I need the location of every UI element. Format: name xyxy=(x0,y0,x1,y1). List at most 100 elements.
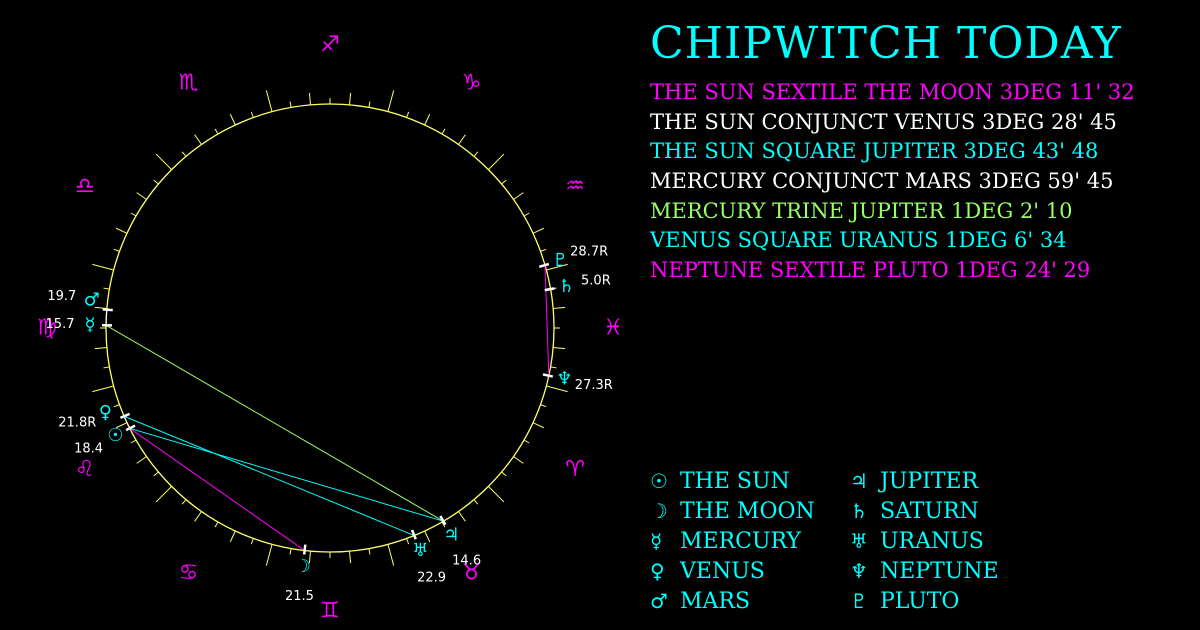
saturn-icon: ♄ xyxy=(850,499,868,523)
mercury-icon: ☿ xyxy=(84,315,95,336)
taurus-icon: ♉ xyxy=(462,561,482,586)
jupiter-icon: ♃ xyxy=(443,525,459,546)
legend-item: ☉THE SUN xyxy=(650,466,815,496)
degree-tick xyxy=(194,511,202,522)
degree-tick xyxy=(115,227,128,234)
aspect-line xyxy=(123,415,415,537)
degree-tick xyxy=(130,212,137,217)
sign-boundary-tick xyxy=(387,544,395,566)
sign-boundary-tick xyxy=(92,263,114,271)
pluto-icon: ♇ xyxy=(850,589,868,613)
sign-boundary-tick xyxy=(546,263,568,271)
aspect-item: THE SUN SQUARE JUPITER 3DEG 43' 48 xyxy=(650,139,1099,164)
degree-tick xyxy=(501,471,507,477)
sun-degree-label: 18.4 xyxy=(74,441,103,456)
degree-tick xyxy=(289,548,292,555)
aspect-item: THE SUN CONJUNCT VENUS 3DEG 28' 45 xyxy=(650,109,1117,134)
degree-tick xyxy=(113,404,120,408)
jupiter-degree-label: 14.6 xyxy=(452,553,481,568)
degree-tick xyxy=(458,134,466,145)
legend-item: ♃JUPITER xyxy=(850,466,999,496)
sign-boundary-tick xyxy=(92,385,114,393)
legend-label: VENUS xyxy=(680,559,765,584)
planet-legend-right: ♃JUPITER♄SATURN♅URANUS♆NEPTUNE♇PLUTO xyxy=(850,466,999,616)
degree-tick xyxy=(136,192,147,200)
legend-item: ☽THE MOON xyxy=(650,496,815,526)
degree-tick xyxy=(523,439,530,444)
degree-tick xyxy=(458,511,466,522)
neptune-icon: ♆ xyxy=(850,559,868,583)
degree-tick xyxy=(523,212,530,217)
degree-tick xyxy=(229,113,236,126)
wheel-ring xyxy=(92,90,568,566)
degree-tick xyxy=(250,111,254,118)
moon-degree-label: 21.5 xyxy=(285,589,314,604)
aspect-item: MERCURY CONJUNCT MARS 3DEG 59' 45 xyxy=(650,169,1114,194)
degree-tick xyxy=(473,499,479,505)
legend-label: PLUTO xyxy=(880,589,960,614)
degree-tick xyxy=(424,530,431,543)
degree-tick xyxy=(214,128,219,135)
virgo-icon: ♍ xyxy=(37,316,57,341)
neptune-position-marker xyxy=(542,373,554,378)
scorpio-icon: ♏ xyxy=(179,70,199,95)
degree-tick xyxy=(532,422,545,429)
venus-icon: ♀ xyxy=(650,559,665,583)
mars-icon: ♂ xyxy=(650,589,668,613)
legend-label: THE MOON xyxy=(680,499,815,524)
neptune-icon: ♆ xyxy=(556,369,572,390)
degree-tick xyxy=(553,347,566,350)
saturn-position-marker xyxy=(544,287,555,292)
degree-tick xyxy=(308,92,311,105)
sign-boundary-tick xyxy=(387,90,395,112)
degree-tick xyxy=(214,521,219,528)
gemini-icon: ♊ xyxy=(320,599,340,624)
pluto-position-marker xyxy=(538,262,550,269)
degree-tick xyxy=(553,306,566,309)
aspect-line xyxy=(105,324,444,522)
degree-tick xyxy=(130,439,137,444)
degree-tick xyxy=(181,499,187,505)
venus-position-marker xyxy=(119,412,131,419)
uranus-icon: ♅ xyxy=(412,540,428,561)
aspect-lines xyxy=(105,265,550,551)
moon-icon: ☽ xyxy=(295,556,311,577)
venus-icon: ♀ xyxy=(99,402,112,423)
degree-tick xyxy=(540,248,547,252)
degree-tick xyxy=(513,456,524,464)
saturn-degree-label: 5.0R xyxy=(581,274,611,289)
aquarius-icon: ♒ xyxy=(565,174,585,199)
degree-tick xyxy=(424,113,431,126)
degree-tick xyxy=(368,548,371,555)
degree-tick xyxy=(368,101,371,108)
degree-tick xyxy=(501,179,507,185)
venus-degree-label: 21.8R xyxy=(58,415,96,430)
legend-item: ♄ SATURN xyxy=(850,496,999,526)
jupiter-position-marker xyxy=(439,515,447,526)
degree-tick xyxy=(406,111,410,118)
planet-legend-left: ☉THE SUN☽THE MOON☿MERCURY♀VENUS♂MARS xyxy=(650,466,815,616)
wheel-circle xyxy=(105,103,555,553)
degree-tick xyxy=(513,192,524,200)
moon-position-marker xyxy=(302,544,307,555)
degree-tick xyxy=(153,179,159,185)
sign-boundary-tick xyxy=(488,153,505,170)
planet-markers: ♃14.6♅22.9☽21.5☉18.4♀21.8R☿15.7♂19.7♇28.… xyxy=(46,245,613,604)
aspect-line xyxy=(129,427,305,551)
sign-boundary-tick xyxy=(155,486,172,503)
page-title: CHIPWITCH TODAY xyxy=(650,18,1122,69)
sign-boundary-tick xyxy=(265,90,273,112)
sign-boundary-tick xyxy=(488,486,505,503)
aspect-item: NEPTUNE SEXTILE PLUTO 1DEG 24' 29 xyxy=(650,258,1091,283)
legend-item: ☿MERCURY xyxy=(650,526,815,556)
aspect-line xyxy=(105,309,108,326)
pisces-icon: ♓ xyxy=(603,316,623,341)
mercury-degree-label: 15.7 xyxy=(46,317,75,332)
legend-item: ♆NEPTUNE xyxy=(850,556,999,586)
degree-tick xyxy=(308,551,311,564)
sign-boundary-tick xyxy=(546,385,568,393)
aries-icon: ♈ xyxy=(565,457,585,482)
legend-label: SATURN xyxy=(880,499,979,524)
zodiac-signs: ♈♉♊♋♌♍♎♏♐♑♒♓ xyxy=(37,33,623,624)
